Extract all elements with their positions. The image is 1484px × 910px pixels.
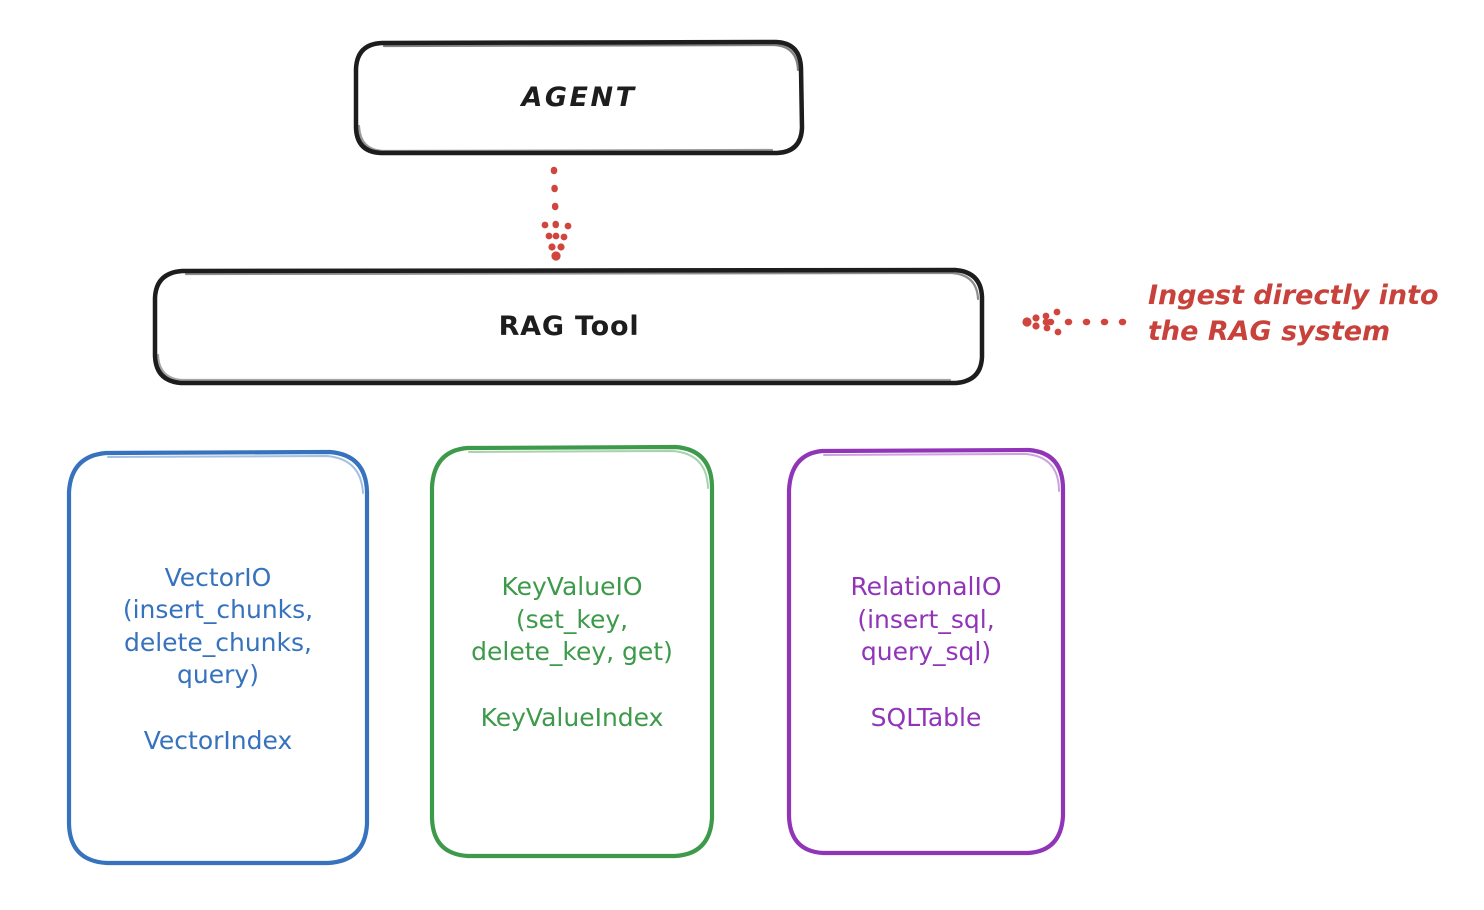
rag-tool-label: RAG Tool [498,310,640,342]
vector-index-label: VectorIndex [143,725,293,755]
connector-agent-to-rag-tool [541,166,572,261]
node-key-value-io[interactable]: KeyValueIO (set_key, delete_key, get) Ke… [432,447,712,856]
connector-note-to-rag-tool [1022,308,1134,336]
agent-label: AGENT [521,81,637,113]
relational-io-signature: RelationalIO (insert_sql, query_sql) [850,572,1002,667]
node-relational-io[interactable]: RelationalIO (insert_sql, query_sql) SQL… [789,450,1063,853]
annotation-ingest-note: Ingest directly into the RAG system [1148,280,1439,347]
vector-io-signature: VectorIO (insert_chunks, delete_chunks, … [122,562,314,690]
sql-table-label: SQLTable [870,702,982,732]
key-value-io-signature: KeyValueIO (set_key, delete_key, get) [471,572,673,667]
node-rag-tool[interactable]: RAG Tool [155,270,983,384]
node-vector-io[interactable]: VectorIO (insert_chunks, delete_chunks, … [69,452,367,864]
node-agent[interactable]: AGENT [356,42,802,154]
key-value-index-label: KeyValueIndex [480,702,664,732]
